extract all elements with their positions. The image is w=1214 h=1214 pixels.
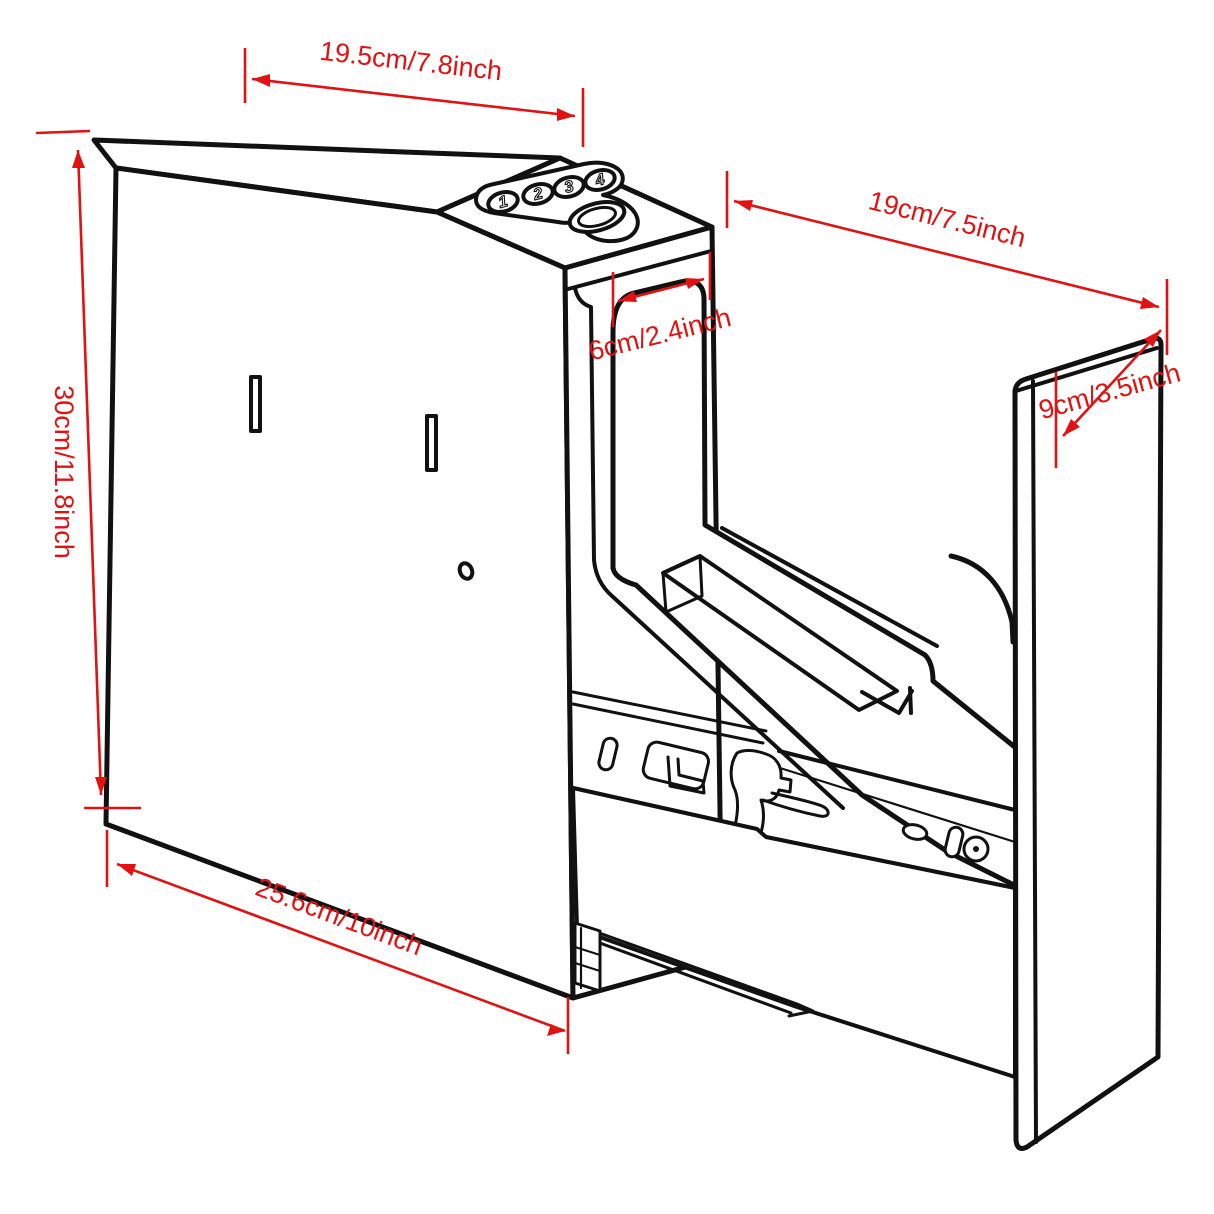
rail-latch: [729, 749, 793, 841]
rail-slot-small: [597, 736, 619, 772]
floor-notch: [860, 686, 914, 715]
rail-oval-hole: [901, 823, 929, 841]
keypad-open-button[interactable]: [566, 197, 627, 238]
door-panel-edges: [1014, 346, 1159, 1144]
mounting-slot-2: [425, 414, 438, 472]
dim-label-top-width: 19.5cm/7.8inch: [318, 36, 503, 87]
lock-hole: [457, 561, 475, 581]
rail-slot-right: [943, 825, 965, 859]
rail-screw-center: [973, 846, 979, 852]
keypad-button-1[interactable]: 1: [486, 189, 520, 215]
dimension-height: 30cm/11.8inch: [35, 129, 141, 810]
mounting-slot-1: [249, 375, 262, 433]
rail-spring: [761, 791, 830, 818]
drawer-bottom-strip: [575, 923, 815, 1018]
door-panel-silhouette: [1012, 335, 1164, 1151]
keypad-button-4[interactable]: 4: [583, 167, 617, 193]
drawer-side-wall-curve: [948, 553, 1016, 645]
dimension-top-width: 19.5cm/7.8inch: [243, 36, 585, 147]
dim-label-drawer-extension: 19cm/7.5inch: [866, 185, 1029, 253]
left-face: [103, 165, 576, 1001]
dimension-drawer-extension: 19cm/7.5inch: [725, 171, 1169, 355]
drawer-opening: [566, 249, 939, 810]
rail-hook: [666, 755, 706, 795]
dim-label-height: 30cm/11.8inch: [49, 385, 79, 559]
door-panel: [1012, 335, 1164, 1151]
keypad: 1 2 3 4: [474, 160, 640, 244]
drawer-foot-bracket: [573, 921, 602, 993]
ramp-hole: [661, 554, 899, 712]
